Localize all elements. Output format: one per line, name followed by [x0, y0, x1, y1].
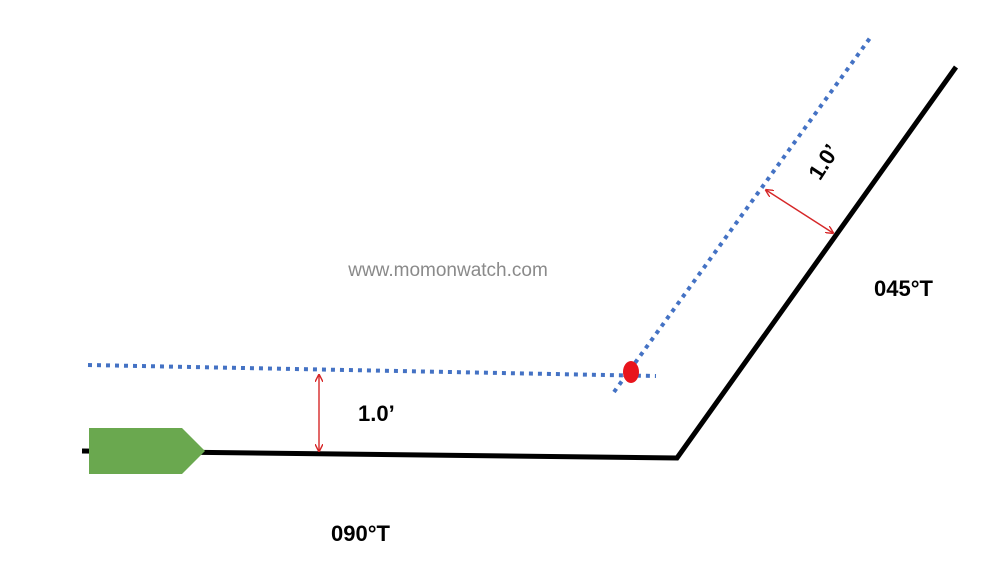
turn-point-marker	[623, 361, 639, 383]
vessel-icon	[89, 428, 205, 474]
offset-arrow-second-leg	[766, 190, 833, 233]
offset-track-line-second-leg	[612, 36, 872, 394]
offset-label-second-leg: 1.0’	[803, 140, 844, 184]
offset-track-line	[87, 363, 657, 378]
watermark-text: www.momonwatch.com	[347, 260, 548, 281]
second-leg-course-label: 045°T	[874, 276, 934, 301]
offset-label-first-leg: 1.0’	[358, 401, 395, 426]
first-leg-course-label: 090°T	[331, 521, 391, 546]
planned-track-line	[81, 65, 959, 461]
